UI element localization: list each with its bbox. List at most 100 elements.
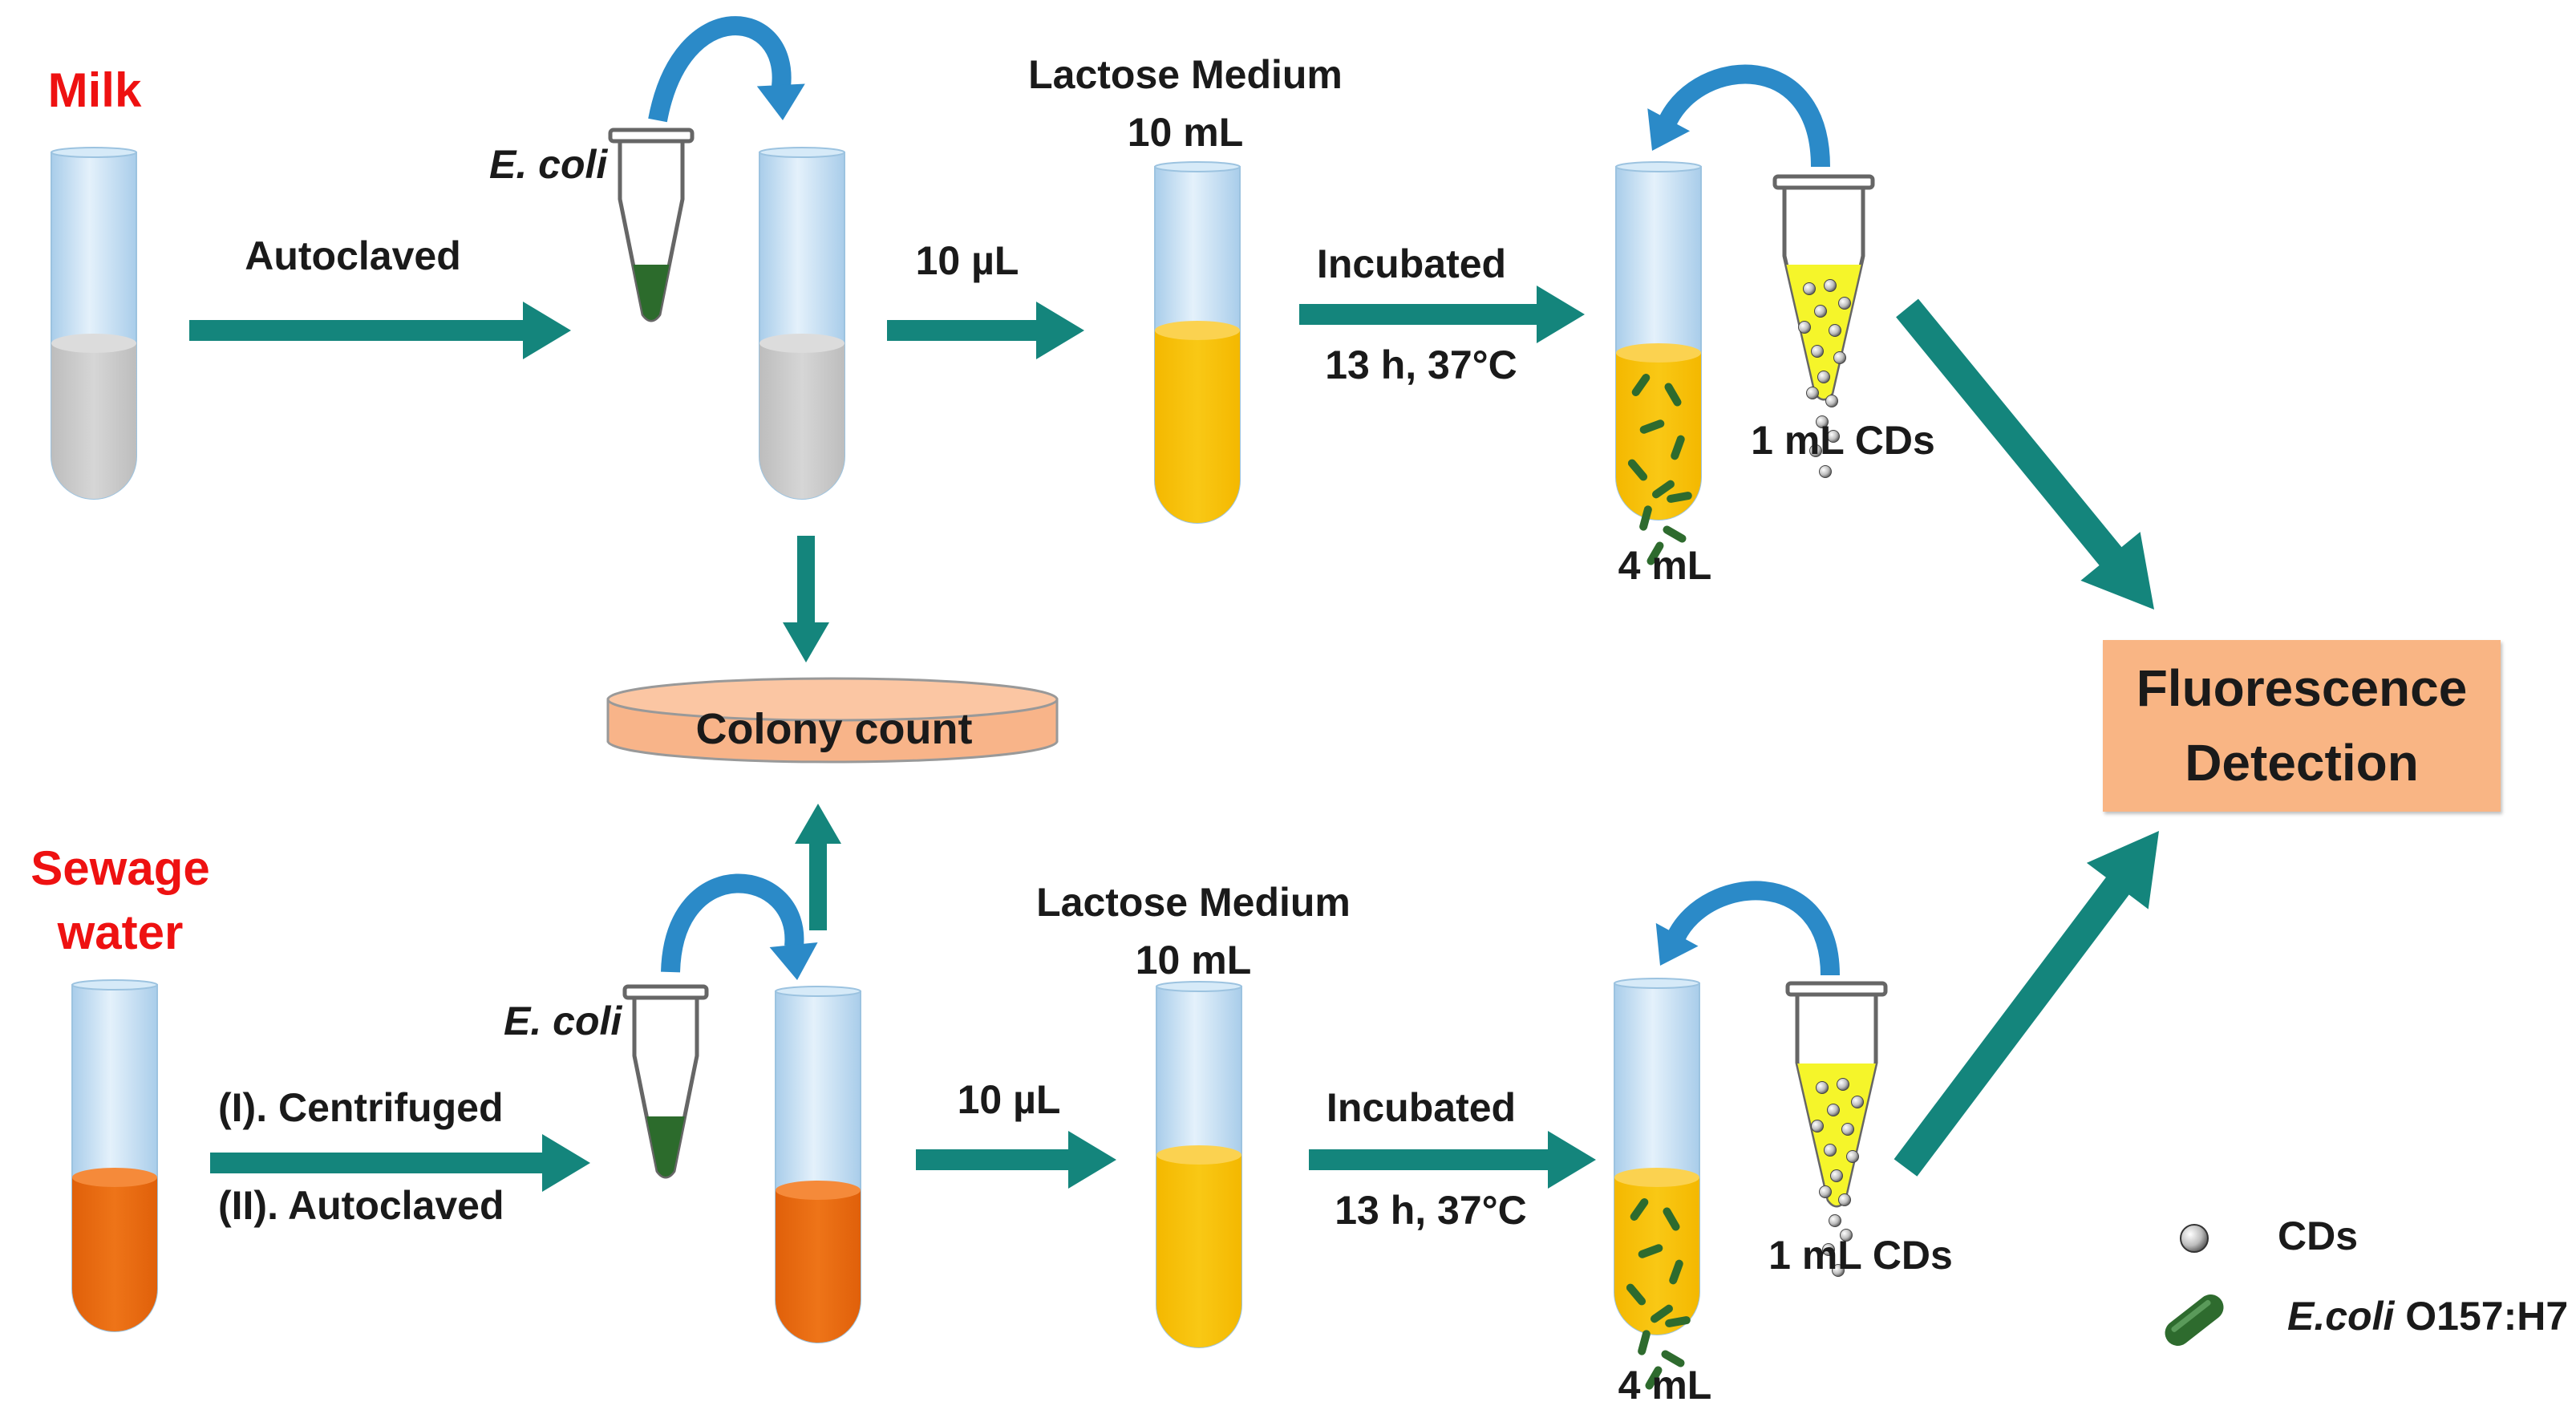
inoculated-milk-tube [759, 147, 845, 500]
bacterium-icon [1663, 525, 1687, 543]
arrow-autoclave-top [189, 302, 571, 359]
arrow-to-colony-top [783, 536, 829, 662]
curved-arrow-inoculate-bottom [661, 873, 818, 980]
tubes-layer [51, 128, 2224, 1390]
cd-bead-icon [1840, 1229, 1853, 1242]
sewage-source-label-line2: water [57, 905, 184, 959]
cd-bead-icon [1817, 371, 1830, 383]
arrow-process-bottom [210, 1134, 590, 1192]
cd-bead-icon [1819, 465, 1832, 478]
cd-bead-icon [1825, 395, 1838, 407]
ecoli-eppendorf-top [608, 128, 695, 322]
cd-bead-icon [1827, 430, 1840, 443]
medium-tube-bottom [1156, 981, 1242, 1348]
arrows-layer [189, 16, 2159, 1192]
legend-ecoli-strain: O157:H7 [2394, 1294, 2569, 1339]
cd-bead-icon [1829, 324, 1841, 337]
autoclaved-top-label: Autoclaved [245, 233, 461, 278]
ecoli-top-label: E. coli [489, 142, 608, 187]
cd-bead-icon [1798, 321, 1811, 334]
cd-bead-icon [1803, 282, 1816, 295]
cd-bead-icon [1816, 1081, 1829, 1094]
cd-bead-icon [1814, 305, 1827, 318]
cds-bottom-label: 1 mL CDs [1768, 1233, 1953, 1278]
cd-bead-icon [1827, 1104, 1840, 1116]
incubated-top-conditions: 13 h, 37°C [1325, 342, 1517, 387]
cd-bead-icon [1822, 1243, 1835, 1256]
bacterium-icon [1645, 1366, 1663, 1390]
cd-bead-icon [1819, 1185, 1832, 1198]
detection-label-line1: Fluorescence [2136, 659, 2468, 718]
cd-bead-icon [1846, 1150, 1859, 1163]
curved-arrow-inoculate-top [648, 16, 805, 123]
legend-bacterium-icon [2165, 1294, 2224, 1347]
cd-bead-icon [1806, 387, 1819, 399]
medium-top-label-line2: 10 mL [1127, 110, 1244, 155]
legend-ecoli-species: E.coli [2287, 1294, 2395, 1339]
medium-tube-top [1154, 161, 1241, 524]
cds-eppendorf-top [1772, 174, 1875, 478]
fluorescence-detection-box: Fluorescence Detection [2103, 640, 2501, 812]
cds-eppendorf-bottom [1785, 981, 1888, 1277]
cd-bead-icon [1832, 1264, 1845, 1277]
autoclaved-bottom-label: (II). Autoclaved [218, 1183, 504, 1228]
milk-source-label: Milk [47, 63, 142, 117]
arrow-incubate-bottom [1309, 1131, 1596, 1189]
culture-tube-top [1615, 161, 1702, 565]
bacterium-icon [1626, 1283, 1646, 1306]
medium-bottom-label-line1: Lactose Medium [1036, 880, 1351, 925]
cd-bead-icon [1841, 1123, 1854, 1136]
culture-tube-bottom [1614, 978, 1700, 1390]
bacterium-icon [1664, 383, 1682, 407]
medium-top-label-line1: Lactose Medium [1028, 52, 1343, 97]
arrow-to-detection-bottom [1894, 831, 2159, 1177]
incubated-bottom-label: Incubated [1326, 1085, 1517, 1130]
cd-bead-icon [1811, 1120, 1824, 1132]
sewage-tube [71, 979, 158, 1332]
curved-arrow-add-cds-bottom [1655, 881, 1840, 976]
arrow-to-colony-bottom [795, 804, 841, 930]
cd-bead-icon [1833, 351, 1846, 364]
sewage-source-label-line1: Sewage [30, 841, 210, 895]
cd-bead-icon [1824, 279, 1837, 292]
bacterium-icon [1669, 1259, 1683, 1285]
cd-bead-icon [1809, 444, 1822, 457]
bacterium-icon [1667, 492, 1692, 503]
cd-bead-icon [1811, 345, 1824, 358]
bacterium-icon [1665, 1316, 1691, 1327]
bacterium-icon [1639, 505, 1652, 531]
culture-volume-bottom-label: 4 mL [1618, 1363, 1712, 1408]
arrow-to-detection-top [1896, 298, 2154, 610]
bacterium-icon [1638, 1244, 1663, 1258]
bacterium-icon [1638, 1330, 1651, 1355]
legend-cds-label: CDs [2278, 1213, 2359, 1258]
cd-bead-icon [1824, 1144, 1837, 1157]
bacterium-icon [1650, 1304, 1674, 1323]
bacterium-icon [1661, 1350, 1685, 1367]
culture-volume-top-label: 4 mL [1618, 543, 1712, 588]
colony-count-dish [606, 677, 1059, 764]
incubated-bottom-conditions: 13 h, 37°C [1335, 1188, 1527, 1233]
bacterium-icon [1671, 435, 1685, 460]
curved-arrow-add-cds-top [1647, 64, 1830, 168]
ecoli-bottom-label: E. coli [504, 999, 622, 1043]
cd-bead-icon [1837, 1078, 1849, 1091]
bacterium-icon [1630, 1197, 1649, 1222]
cd-bead-icon [1816, 415, 1829, 428]
milk-tube [51, 147, 137, 500]
legend-ecoli-label: E.coli O157:H7 [2287, 1294, 2568, 1339]
inoculated-sewage-tube [775, 986, 861, 1343]
bacterium-icon [1646, 541, 1664, 565]
colony-count-label: Colony count [695, 705, 973, 753]
centrifuged-label: (I). Centrifuged [218, 1085, 504, 1130]
bacterium-icon [1639, 419, 1665, 434]
volume-top-label: 10 µL [915, 238, 1019, 283]
ecoli-eppendorf-bottom [622, 984, 709, 1179]
bacterium-icon [1631, 373, 1651, 397]
cd-bead-icon [1829, 1214, 1841, 1227]
arrow-transfer-bottom [916, 1131, 1116, 1189]
volume-bottom-label: 10 µL [957, 1077, 1061, 1122]
arrow-transfer-top [887, 302, 1084, 359]
